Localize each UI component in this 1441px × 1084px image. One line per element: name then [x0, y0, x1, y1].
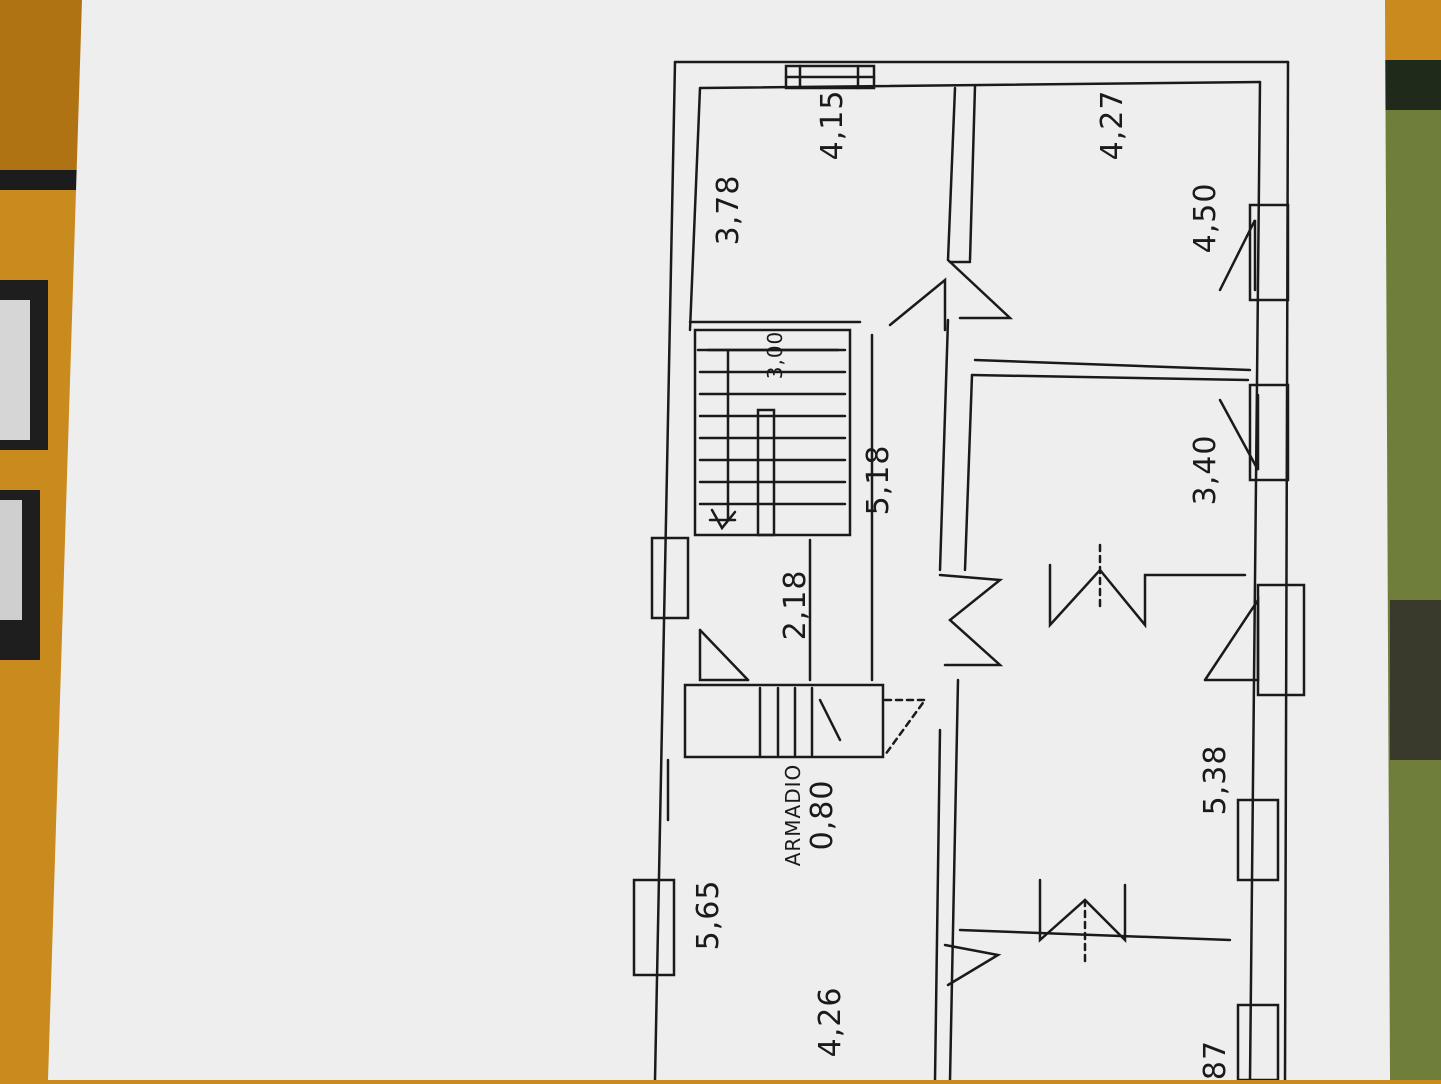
- wall-corridor-left: [938, 318, 950, 572]
- door-balcony-2: [1218, 393, 1260, 471]
- label-stair-width: 3,00: [763, 331, 787, 380]
- window-left-1: [650, 536, 690, 620]
- door-room2: [946, 258, 1014, 320]
- wall-room1-right: [946, 86, 957, 262]
- desk-object-light: [0, 300, 30, 440]
- door-balcony-1: [1218, 219, 1257, 292]
- floor-plan-lines: [632, 60, 1306, 1082]
- lower-stair: [683, 683, 885, 759]
- wall-lower-left: [948, 678, 960, 1082]
- door-corridor-1: [938, 573, 1004, 667]
- stair-well: [756, 408, 776, 537]
- desk-object-light-2: [0, 500, 22, 620]
- label-landing: 2,18: [778, 570, 813, 641]
- wall-lower-left-b: [933, 728, 942, 1082]
- wall-room5-top: [958, 928, 1232, 942]
- wall-corridor-right: [963, 373, 974, 572]
- wall-room2-left: [968, 84, 977, 262]
- door-room5-side: [943, 943, 1002, 987]
- label-closet: ARMADIO: [781, 764, 805, 867]
- wall-left-outer: [653, 60, 677, 1082]
- label-edge-dim: 87: [1198, 1040, 1233, 1080]
- label-room1-dim-b: 4,15: [815, 90, 850, 161]
- window-right-3: [1236, 798, 1280, 882]
- wall-room3-top: [970, 373, 1250, 382]
- desk-right-dark: [1380, 60, 1441, 110]
- label-room1-dim: 3,78: [711, 175, 746, 246]
- door-double-room3: [1048, 563, 1247, 629]
- label-room2-dim-b: 4,50: [1188, 183, 1223, 254]
- wall-room2-bottom: [973, 358, 1252, 372]
- label-room5-dim-a: 5,65: [691, 880, 726, 951]
- window-right-2: [1248, 383, 1290, 482]
- label-room2-dim: 4,27: [1095, 90, 1130, 161]
- label-closet-dim: 0,80: [805, 780, 840, 851]
- desk-shadow: [0, 0, 90, 170]
- desk-right-shadow: [1390, 600, 1441, 760]
- label-room3-dim: 3,40: [1188, 435, 1223, 506]
- wall-right-inner: [1248, 80, 1262, 1082]
- closet-door: [883, 698, 928, 757]
- window-right-1: [1248, 203, 1290, 302]
- desk-black-strip: [0, 170, 80, 190]
- paper-sheet: [48, 0, 1390, 1080]
- label-room4-dim: 5,38: [1198, 745, 1233, 816]
- door-room1: [888, 277, 947, 332]
- label-stair-length: 5,18: [861, 445, 896, 516]
- wall-left-inner-a: [688, 86, 702, 332]
- label-room5-dim-b: 4,26: [813, 987, 848, 1058]
- window-left-2: [632, 878, 676, 977]
- door-stair-lower: [698, 628, 750, 682]
- balcony-small: [1256, 583, 1306, 697]
